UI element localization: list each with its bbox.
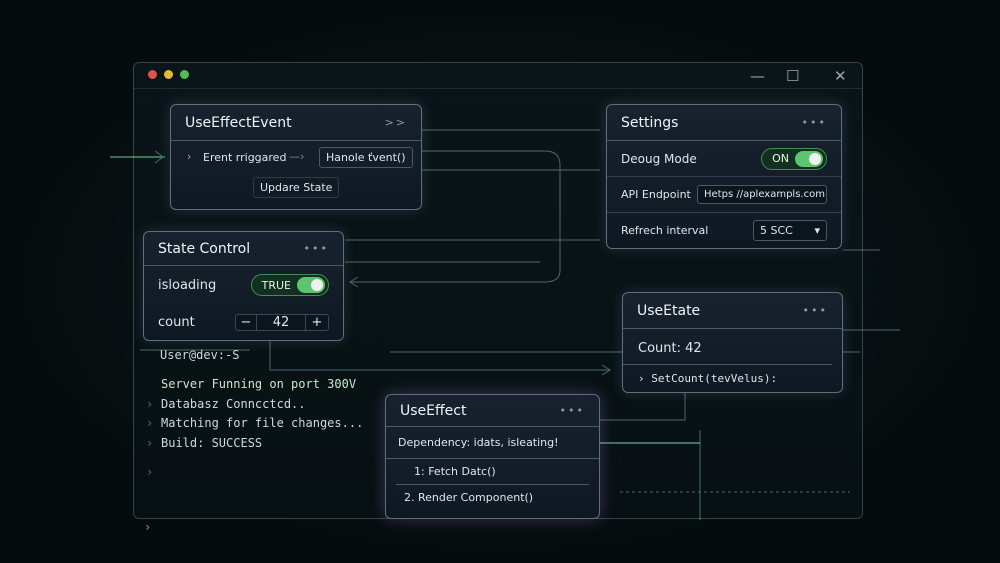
debug-mode-label: Deoug Mode <box>621 151 697 166</box>
arrow-icon: —› <box>289 150 305 163</box>
decrement-button[interactable]: − <box>240 314 252 330</box>
chevron-right-icon: › <box>146 397 154 411</box>
minimize-dot[interactable] <box>164 70 173 79</box>
panel-title: UseEtate <box>637 302 701 319</box>
update-state-node[interactable]: Updare State <box>253 177 340 198</box>
panel-title: State Control <box>158 240 251 257</box>
dependency-list: Dependency: idats, isleating! <box>386 427 599 459</box>
terminal-line: Build: SUCCESS <box>161 436 263 450</box>
close-icon[interactable]: ✕ <box>834 67 847 85</box>
expand-icon[interactable]: >> <box>384 116 407 129</box>
toggle-value: TRUE <box>261 278 291 292</box>
debug-mode-toggle[interactable]: ON <box>761 147 827 170</box>
more-icon[interactable]: ••• <box>802 304 828 317</box>
api-endpoint-label: API Endpoint <box>621 188 691 201</box>
maximize-dot[interactable] <box>180 70 189 79</box>
event-label: Erent rriggared <box>203 151 287 164</box>
terminal-line: Matching for file changes... <box>161 416 364 430</box>
use-effect-panel: UseEffect ••• Dependency: idats, isleatin… <box>385 394 600 519</box>
chevron-down-icon: ▾ <box>814 224 820 237</box>
more-icon[interactable]: ••• <box>801 116 827 129</box>
state-control-panel: State Control ••• isloading TRUE count − … <box>143 231 344 341</box>
count-stepper: − 42 + <box>235 313 329 331</box>
chevron-right-icon: › <box>146 465 154 479</box>
toggle-knob <box>795 150 823 167</box>
terminal-line: Server Funning on port 300V <box>161 377 357 391</box>
use-state-panel: UseEtate ••• Count: 42 › SetCount(tevVelu… <box>622 292 843 393</box>
more-icon[interactable]: ••• <box>303 242 329 255</box>
count-label: count <box>158 314 195 330</box>
use-effect-event-panel: UseEffectEvent >> › Erent rriggared —› Ha… <box>170 104 422 210</box>
refresh-interval-label: Refrech interval <box>621 224 709 237</box>
chevron-right-icon: › <box>146 416 154 430</box>
panel-title: UseEffect <box>400 402 467 419</box>
refresh-interval-select[interactable]: 5 SCC ▾ <box>753 220 827 241</box>
minimize-icon[interactable]: — <box>750 67 765 85</box>
handler-node[interactable]: Hanole ťvent() <box>319 147 413 168</box>
setter-call: › SetCount(tevVelus): <box>638 372 778 385</box>
more-icon[interactable]: ••• <box>559 404 585 417</box>
effect-step: 2. Render Component() <box>404 491 534 504</box>
count-display: Count: 42 <box>623 329 832 365</box>
chevron-right-icon: › <box>146 436 154 450</box>
chevron-right-icon: › <box>187 150 192 163</box>
increment-button[interactable]: + <box>311 314 323 330</box>
close-dot[interactable] <box>148 70 157 79</box>
toggle-knob <box>297 277 325 293</box>
select-value: 5 SCC <box>760 224 793 237</box>
isloading-label: isloading <box>158 277 217 293</box>
api-endpoint-input[interactable]: Hetps //aplexampls.com <box>697 185 827 204</box>
setter-text: SetCount(tevVelus): <box>651 372 778 385</box>
chevron-right-icon: › <box>144 520 152 534</box>
title-bar: — ☐ ✕ <box>134 63 862 89</box>
panel-title: Settings <box>621 114 679 131</box>
isloading-toggle[interactable]: TRUE <box>250 274 329 296</box>
terminal-prompt: User@dev:-S <box>160 348 240 362</box>
toggle-value: ON <box>772 152 789 165</box>
maximize-icon[interactable]: ☐ <box>786 67 800 85</box>
effect-step: 1: Fetch Datc() <box>396 459 589 485</box>
terminal-line: Databasz Conncctcd.. <box>161 397 306 411</box>
count-value[interactable]: 42 <box>256 314 306 330</box>
settings-panel: Settings ••• Deoug Mode ON API Endpoint H… <box>606 104 842 249</box>
panel-title: UseEffectEvent <box>185 114 292 131</box>
